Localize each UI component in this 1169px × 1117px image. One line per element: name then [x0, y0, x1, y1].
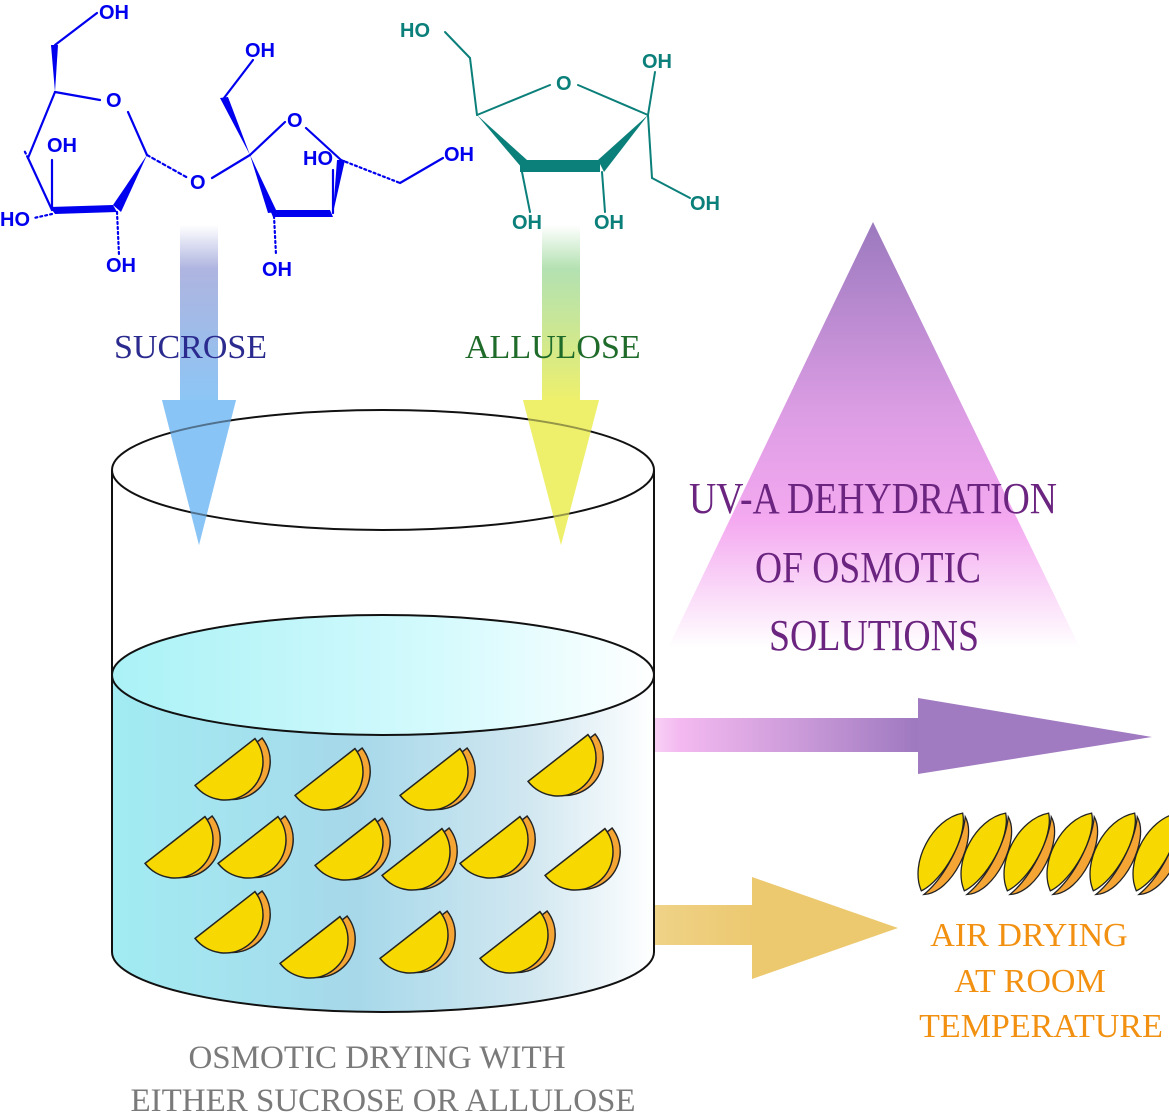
fruit-slice	[194, 737, 271, 801]
sucrose-atoms: O O O OH OH HO OH OH HO OH OH	[0, 2, 474, 281]
fruit-slice	[194, 890, 271, 954]
sucrose-hydroxyl: OH	[106, 255, 136, 277]
air-label-line: AIR DRYING	[930, 917, 1127, 954]
fruit-slice	[544, 827, 621, 891]
dried-slice	[1046, 812, 1099, 896]
uv-dehydration-label: UV-A DEHYDRATION OF OSMOTIC SOLUTIONS	[689, 474, 1057, 660]
uv-label-line: OF OSMOTIC	[755, 543, 981, 592]
allulose-hydroxyl: OH	[690, 193, 720, 215]
fruit-slice	[144, 815, 221, 879]
dried-slice	[960, 812, 1013, 896]
uv-label-line: SOLUTIONS	[769, 611, 979, 660]
sucrose-label: SUCROSE	[114, 329, 267, 366]
sucrose-hydroxyl: OH	[444, 144, 474, 166]
fruit-slice	[399, 747, 476, 811]
osmotic-label-line: EITHER SUCROSE OR ALLULOSE	[130, 1083, 635, 1117]
dried-slice	[917, 812, 970, 896]
beaker-rim	[111, 409, 655, 531]
osmotic-label-line: OSMOTIC DRYING WITH	[188, 1040, 565, 1076]
sucrose-hydroxyl: OH	[262, 259, 292, 281]
sucrose-hydroxyl: OH	[245, 40, 275, 62]
sucrose-hydroxyl: OH	[99, 2, 129, 24]
air-drying-label: AIR DRYING AT ROOM TEMPERATURE	[919, 917, 1163, 1045]
fruit-slice	[527, 733, 604, 797]
sucrose-glycosidic-oxygen: O	[190, 172, 206, 194]
allulose-hydroxyl: OH	[642, 51, 672, 73]
sucrose-hydroxyl: HO	[0, 209, 30, 231]
air-label-line: TEMPERATURE	[919, 1008, 1163, 1045]
allulose-hydroxyl: HO	[400, 20, 430, 42]
fruit-slice	[459, 815, 536, 879]
sucrose-ring-oxygen-2: O	[287, 110, 303, 132]
air-label-line: AT ROOM	[954, 963, 1105, 1000]
fruit-slice	[479, 910, 556, 974]
allulose-hydroxyl: OH	[594, 212, 624, 234]
fruit-slice	[379, 910, 456, 974]
allulose-structure	[444, 31, 691, 213]
fruit-slices-in-solution	[144, 733, 621, 979]
allulose-label: ALLULOSE	[465, 329, 641, 366]
dried-slice	[1089, 812, 1142, 896]
fruit-slice	[294, 747, 371, 811]
uv-label-line: UV-A DEHYDRATION	[689, 474, 1057, 523]
sucrose-ring-oxygen-1: O	[106, 90, 122, 112]
allulose-hydroxyl: OH	[512, 212, 542, 234]
dried-slice	[1003, 812, 1056, 896]
uv-dehydration-triangle	[668, 222, 1080, 648]
dried-fruit-slices	[917, 812, 1169, 896]
sucrose-structure	[22, 11, 445, 257]
sucrose-hydroxyl: OH	[47, 135, 77, 157]
fruit-slice	[381, 827, 458, 891]
fruit-slice	[217, 815, 294, 879]
osmotic-drying-label: OSMOTIC DRYING WITH EITHER SUCROSE OR AL…	[130, 1040, 635, 1117]
uv-arrow	[600, 698, 1152, 774]
allulose-ring-oxygen: O	[556, 73, 572, 95]
allulose-atoms: O HO OH OH OH OH	[400, 20, 720, 234]
dried-slice	[1132, 812, 1169, 896]
fruit-slice	[314, 817, 391, 881]
sucrose-hydroxyl: HO	[303, 148, 333, 170]
fruit-slice	[279, 915, 356, 979]
